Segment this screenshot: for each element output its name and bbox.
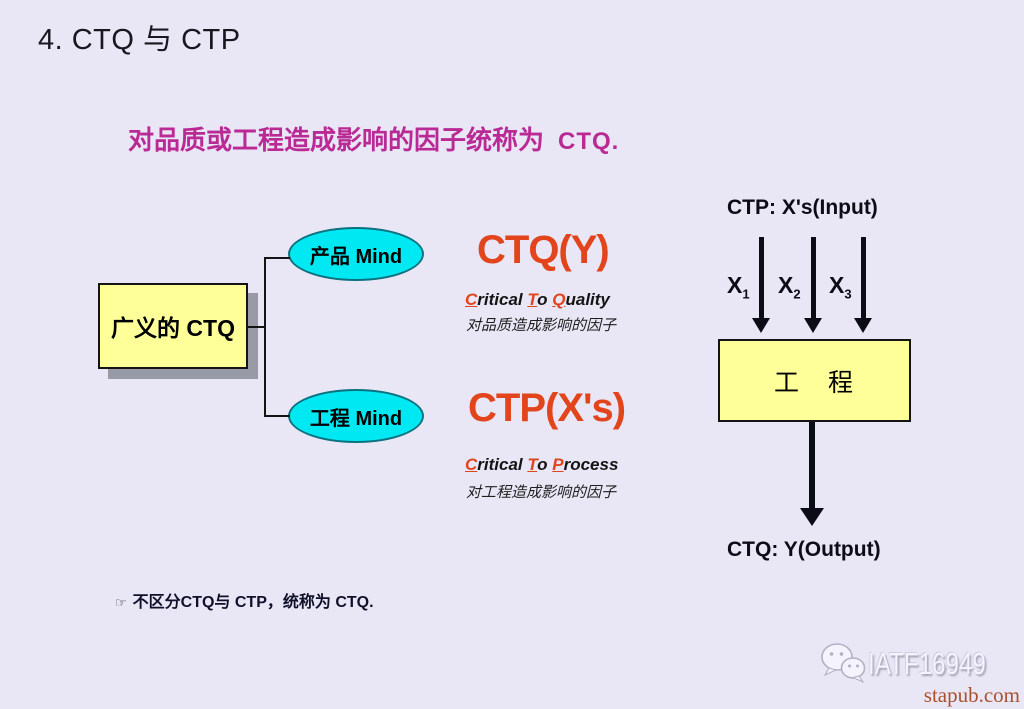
footnote: ☞ 不区分CTQ与 CTP，统称为 CTQ. (115, 588, 374, 612)
ctq-title: CTQ(Y) (477, 228, 610, 272)
input-label-x2: X2 (778, 272, 801, 302)
ctp-title: CTP(X's) (468, 386, 626, 430)
ctp-word-rest: ritical (477, 455, 528, 474)
ctp-letter-c: C (465, 455, 478, 474)
heading-highlight: CTQ. (558, 128, 620, 155)
connector-line (248, 326, 266, 328)
input-label-x1: X1 (727, 272, 750, 302)
down-arrow-x3-head (854, 318, 872, 333)
connector-line (264, 415, 290, 417)
watermark-site: stapub.com (923, 683, 1020, 707)
heading-text: 对品质或工程造成影响的因子统称为 (128, 125, 545, 155)
flow-input-label: CTP: X's(Input) (727, 196, 878, 219)
watermark-name: IATF16949 (868, 646, 986, 681)
output-arrow-head (800, 508, 824, 526)
connector-line (264, 257, 290, 259)
down-arrow-x1-head (752, 318, 770, 333)
ctp-acronym: Critical To Process (465, 455, 618, 475)
down-arrow-x1 (759, 237, 764, 318)
ctq-word-rest: uality (565, 290, 610, 309)
pointing-hand-icon: ☞ (115, 595, 127, 610)
ctq-description: 对品质造成影响的因子 (466, 317, 617, 334)
ctq-word-rest: ritical (477, 290, 528, 309)
root-box-generalized-ctq: 广义的 CTQ (98, 283, 248, 369)
ctq-word-rest: o (537, 290, 553, 309)
down-arrow-x3 (861, 237, 866, 318)
wechat-icon (820, 642, 868, 689)
ctp-letter-t: T (527, 455, 538, 474)
input-label-x3: X3 (829, 272, 852, 302)
down-arrow-x2 (811, 237, 816, 318)
down-arrow-x2-head (804, 318, 822, 333)
ctp-word-rest: rocess (563, 455, 619, 474)
ctq-acronym: Critical To Quality (465, 290, 610, 310)
ctp-letter-p: P (552, 455, 564, 474)
flow-output-label: CTQ: Y(Output) (727, 538, 881, 561)
branch-process-mind: 工程 Mind (288, 389, 424, 443)
output-arrow (809, 422, 815, 508)
ctq-letter-c: C (465, 290, 478, 309)
connector-line (264, 257, 266, 417)
page-title: 4. CTQ 与 CTP (38, 24, 241, 56)
ctq-letter-t: T (527, 290, 538, 309)
ctp-word-rest: o (537, 455, 553, 474)
footnote-text: 不区分CTQ与 CTP，统称为 CTQ. (132, 594, 374, 611)
ctq-letter-q: Q (552, 290, 566, 309)
branch-product-mind: 产品 Mind (288, 227, 424, 281)
ctp-description: 对工程造成影响的因子 (466, 484, 617, 501)
process-box: 工 程 (718, 339, 911, 422)
heading: 对品质或工程造成影响的因子统称为 CTQ. (128, 120, 619, 157)
